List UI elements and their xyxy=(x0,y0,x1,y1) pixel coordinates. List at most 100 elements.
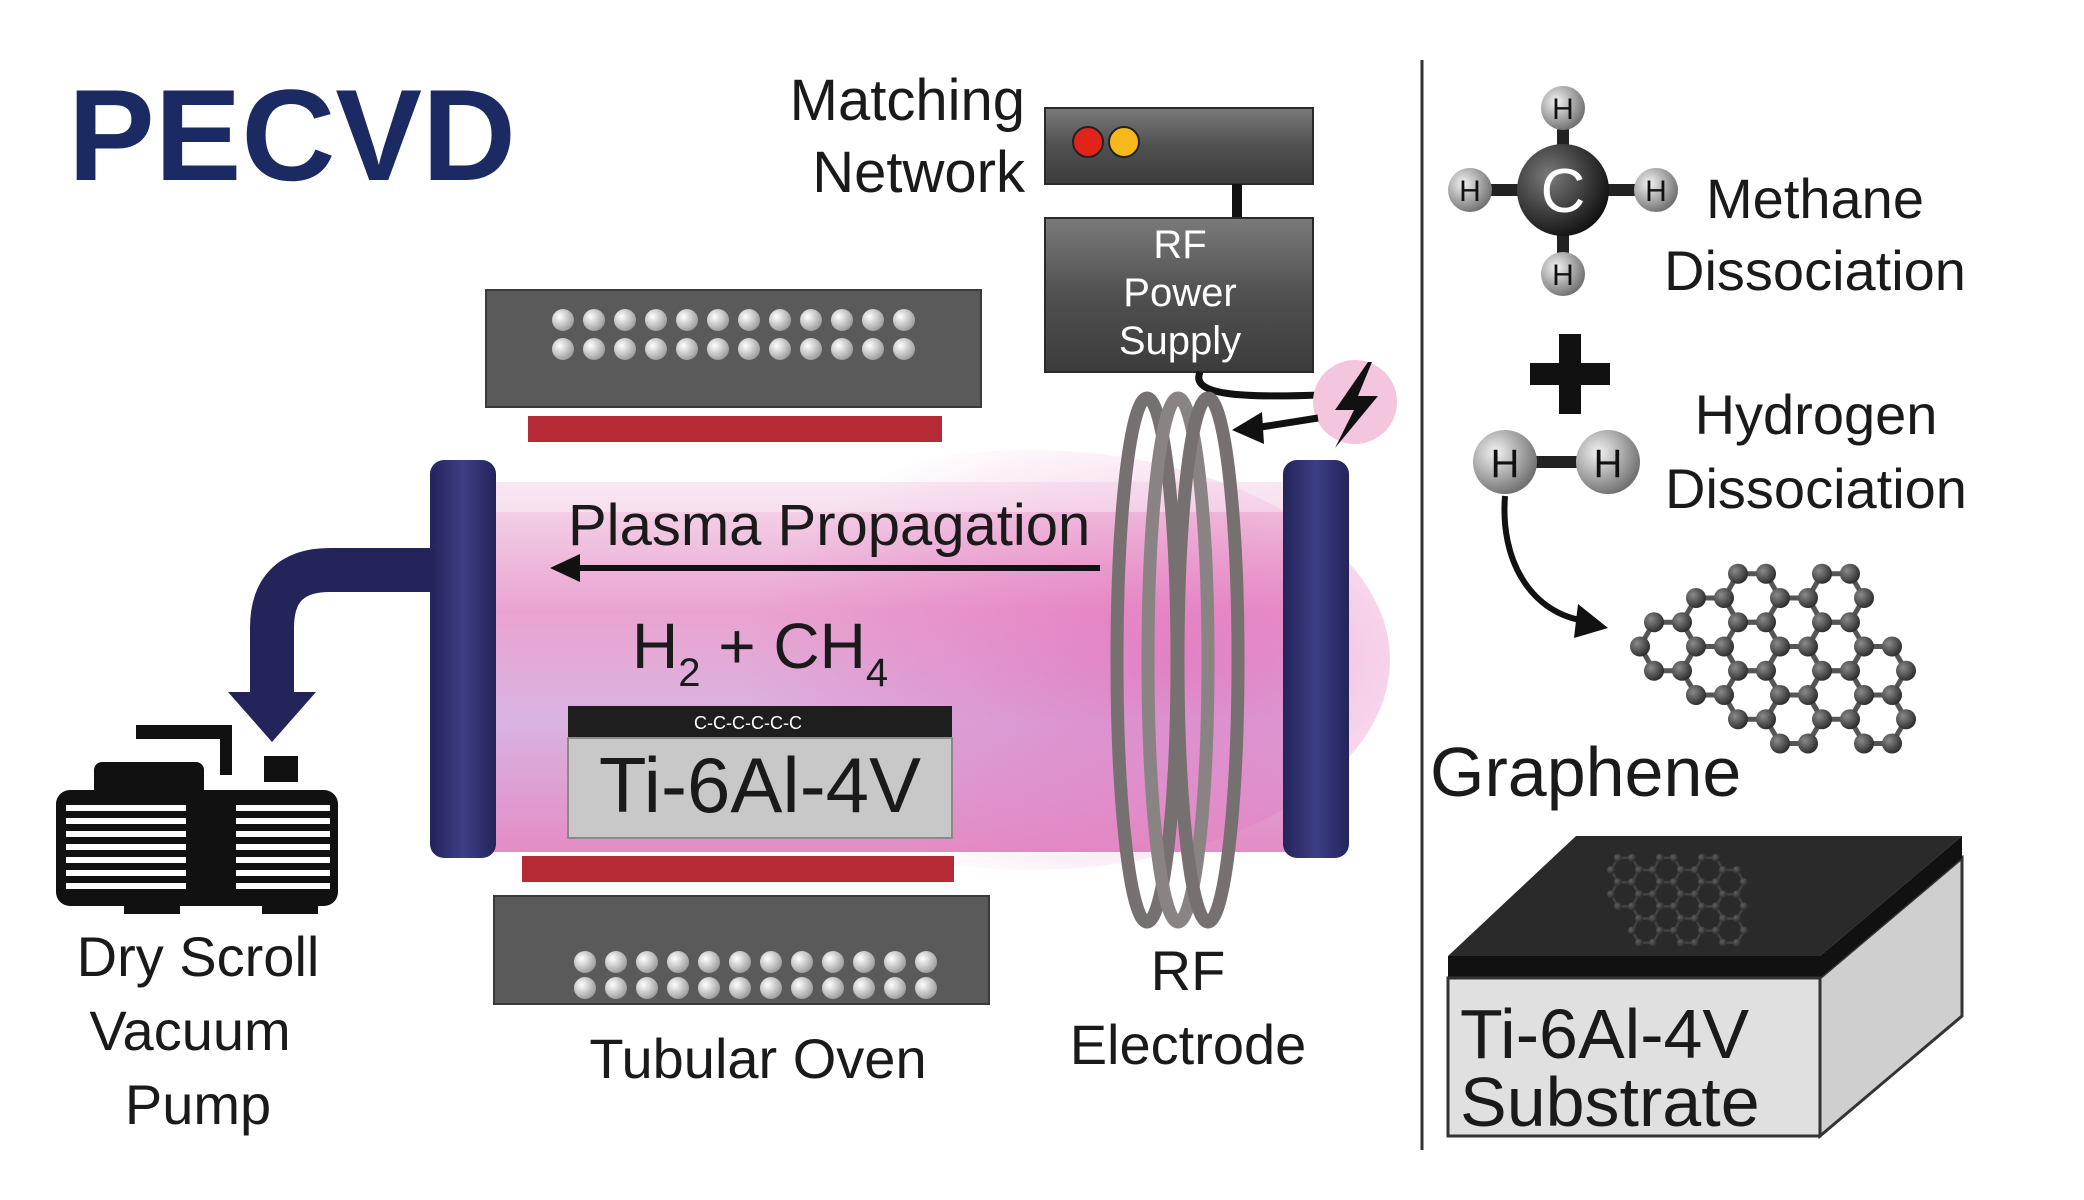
rf-power-label-line3: Supply xyxy=(1119,319,1241,363)
lattice-atom xyxy=(1628,878,1636,887)
lattice-atom xyxy=(1635,914,1643,923)
lattice-atom xyxy=(1649,890,1657,899)
power-arrow-head xyxy=(1232,412,1264,444)
vent-dot xyxy=(552,309,574,331)
methane-h-right-symbol: H xyxy=(1645,175,1667,208)
rf-power-supply-box xyxy=(1044,217,1314,373)
vent-dot xyxy=(614,309,636,331)
lattice-atom xyxy=(1635,890,1643,899)
vent-dot xyxy=(800,309,822,331)
lattice-atom xyxy=(1756,563,1776,584)
lattice-atom xyxy=(1733,866,1741,874)
vent-dot xyxy=(636,977,658,999)
vent-dot xyxy=(893,309,915,331)
vent-dot xyxy=(862,309,884,331)
gas-formula-ch-sub: 4 xyxy=(866,651,888,695)
pump-label-line3: Pump xyxy=(125,1073,271,1136)
lattice-atom xyxy=(1728,709,1748,730)
vent-dot xyxy=(707,309,729,331)
lattice-atom xyxy=(1854,588,1874,608)
lattice-atom xyxy=(1614,853,1622,862)
lattice-atom xyxy=(1840,709,1860,730)
lattice-atom xyxy=(1656,853,1664,862)
lattice-atom xyxy=(1635,938,1643,947)
flange-right xyxy=(1283,460,1349,858)
lattice-atom xyxy=(1656,878,1664,887)
lattice-atom xyxy=(1719,890,1727,899)
lattice-atom xyxy=(1733,890,1741,899)
methane-carbon-symbol: C xyxy=(1541,157,1586,226)
matching-network-label-line1: Matching xyxy=(790,68,1025,133)
lattice-atom xyxy=(1714,636,1734,657)
methane-h-bottom-symbol: H xyxy=(1552,259,1574,292)
dissociation-arrow-head xyxy=(1574,604,1608,638)
lattice-atom xyxy=(1798,588,1818,608)
gas-formula-h: H xyxy=(632,610,678,682)
vent-dot xyxy=(698,977,720,999)
lattice-atom xyxy=(1670,926,1678,935)
rf-electrode-coil xyxy=(1110,391,1245,929)
vent-dot xyxy=(800,338,822,360)
vent-dot xyxy=(791,951,813,973)
vent-dot xyxy=(738,338,760,360)
pump-fin xyxy=(66,831,186,837)
vent-dot xyxy=(893,338,915,360)
tubular-oven-label: Tubular Oven xyxy=(589,1027,926,1090)
lattice-atom xyxy=(1712,926,1720,935)
lattice-atom xyxy=(1756,612,1776,633)
lattice-atom xyxy=(1649,938,1657,947)
lattice-atom xyxy=(1677,914,1685,923)
lattice-atom xyxy=(1698,926,1706,935)
vent-dot xyxy=(769,309,791,331)
graphene-film-pattern xyxy=(1607,853,1748,947)
lattice-atom xyxy=(1733,938,1741,947)
vent-dot xyxy=(614,338,636,360)
lattice-atom xyxy=(1756,709,1776,730)
hydrogen-atom-left xyxy=(1473,430,1537,494)
lattice-atom xyxy=(1635,866,1643,874)
lattice-atom xyxy=(1691,866,1699,874)
vent-dot xyxy=(853,977,875,999)
pump-label-line1: Dry Scroll xyxy=(77,925,320,988)
carbon-layer xyxy=(568,706,952,738)
rf-power-label-line1: RF xyxy=(1153,223,1206,267)
vent-dot xyxy=(769,338,791,360)
tubular-oven-bottom xyxy=(493,856,990,1005)
lattice-atom xyxy=(1854,733,1874,754)
lattice-atom xyxy=(1770,733,1790,754)
lattice-atom xyxy=(1628,902,1636,911)
coil-ring-3 xyxy=(1171,391,1245,929)
vent-dot xyxy=(645,338,667,360)
lattice-atom xyxy=(1719,938,1727,947)
lattice-atom xyxy=(1882,733,1902,754)
hydrogen-atom-right xyxy=(1576,430,1640,494)
methane-molecule: C H H H H xyxy=(1448,86,1678,296)
oven-bottom-vents xyxy=(574,951,937,999)
vent-dot xyxy=(760,977,782,999)
lattice-atom xyxy=(1798,636,1818,657)
methane-h-left xyxy=(1448,168,1492,212)
vent-dot xyxy=(760,951,782,973)
indicator-led-yellow xyxy=(1108,126,1140,158)
pump-fin xyxy=(236,805,330,811)
lattice-atom xyxy=(1728,660,1748,681)
lattice-atom xyxy=(1712,902,1720,911)
methane-carbon-atom xyxy=(1517,144,1609,236)
lattice-atom xyxy=(1854,684,1874,705)
gas-formula-plus-ch: + CH xyxy=(700,610,865,682)
lattice-atom xyxy=(1712,878,1720,887)
lattice-atom xyxy=(1840,660,1860,681)
lattice-atom xyxy=(1686,588,1706,608)
lattice-atom xyxy=(1644,660,1664,681)
dissociation-arrow-line xyxy=(1501,495,1581,623)
vent-dot xyxy=(583,338,605,360)
lattice-atom xyxy=(1770,588,1790,608)
rf-power-supply: RF Power Supply xyxy=(1044,217,1397,448)
lattice-atom xyxy=(1698,902,1706,911)
lightning-bolt-icon xyxy=(1335,362,1378,448)
lattice-atom xyxy=(1607,866,1615,874)
lattice-atom xyxy=(1812,660,1832,681)
lattice-atom xyxy=(1649,866,1657,874)
lattice-atom xyxy=(1719,914,1727,923)
matching-network-label-line2: Network xyxy=(812,140,1026,205)
